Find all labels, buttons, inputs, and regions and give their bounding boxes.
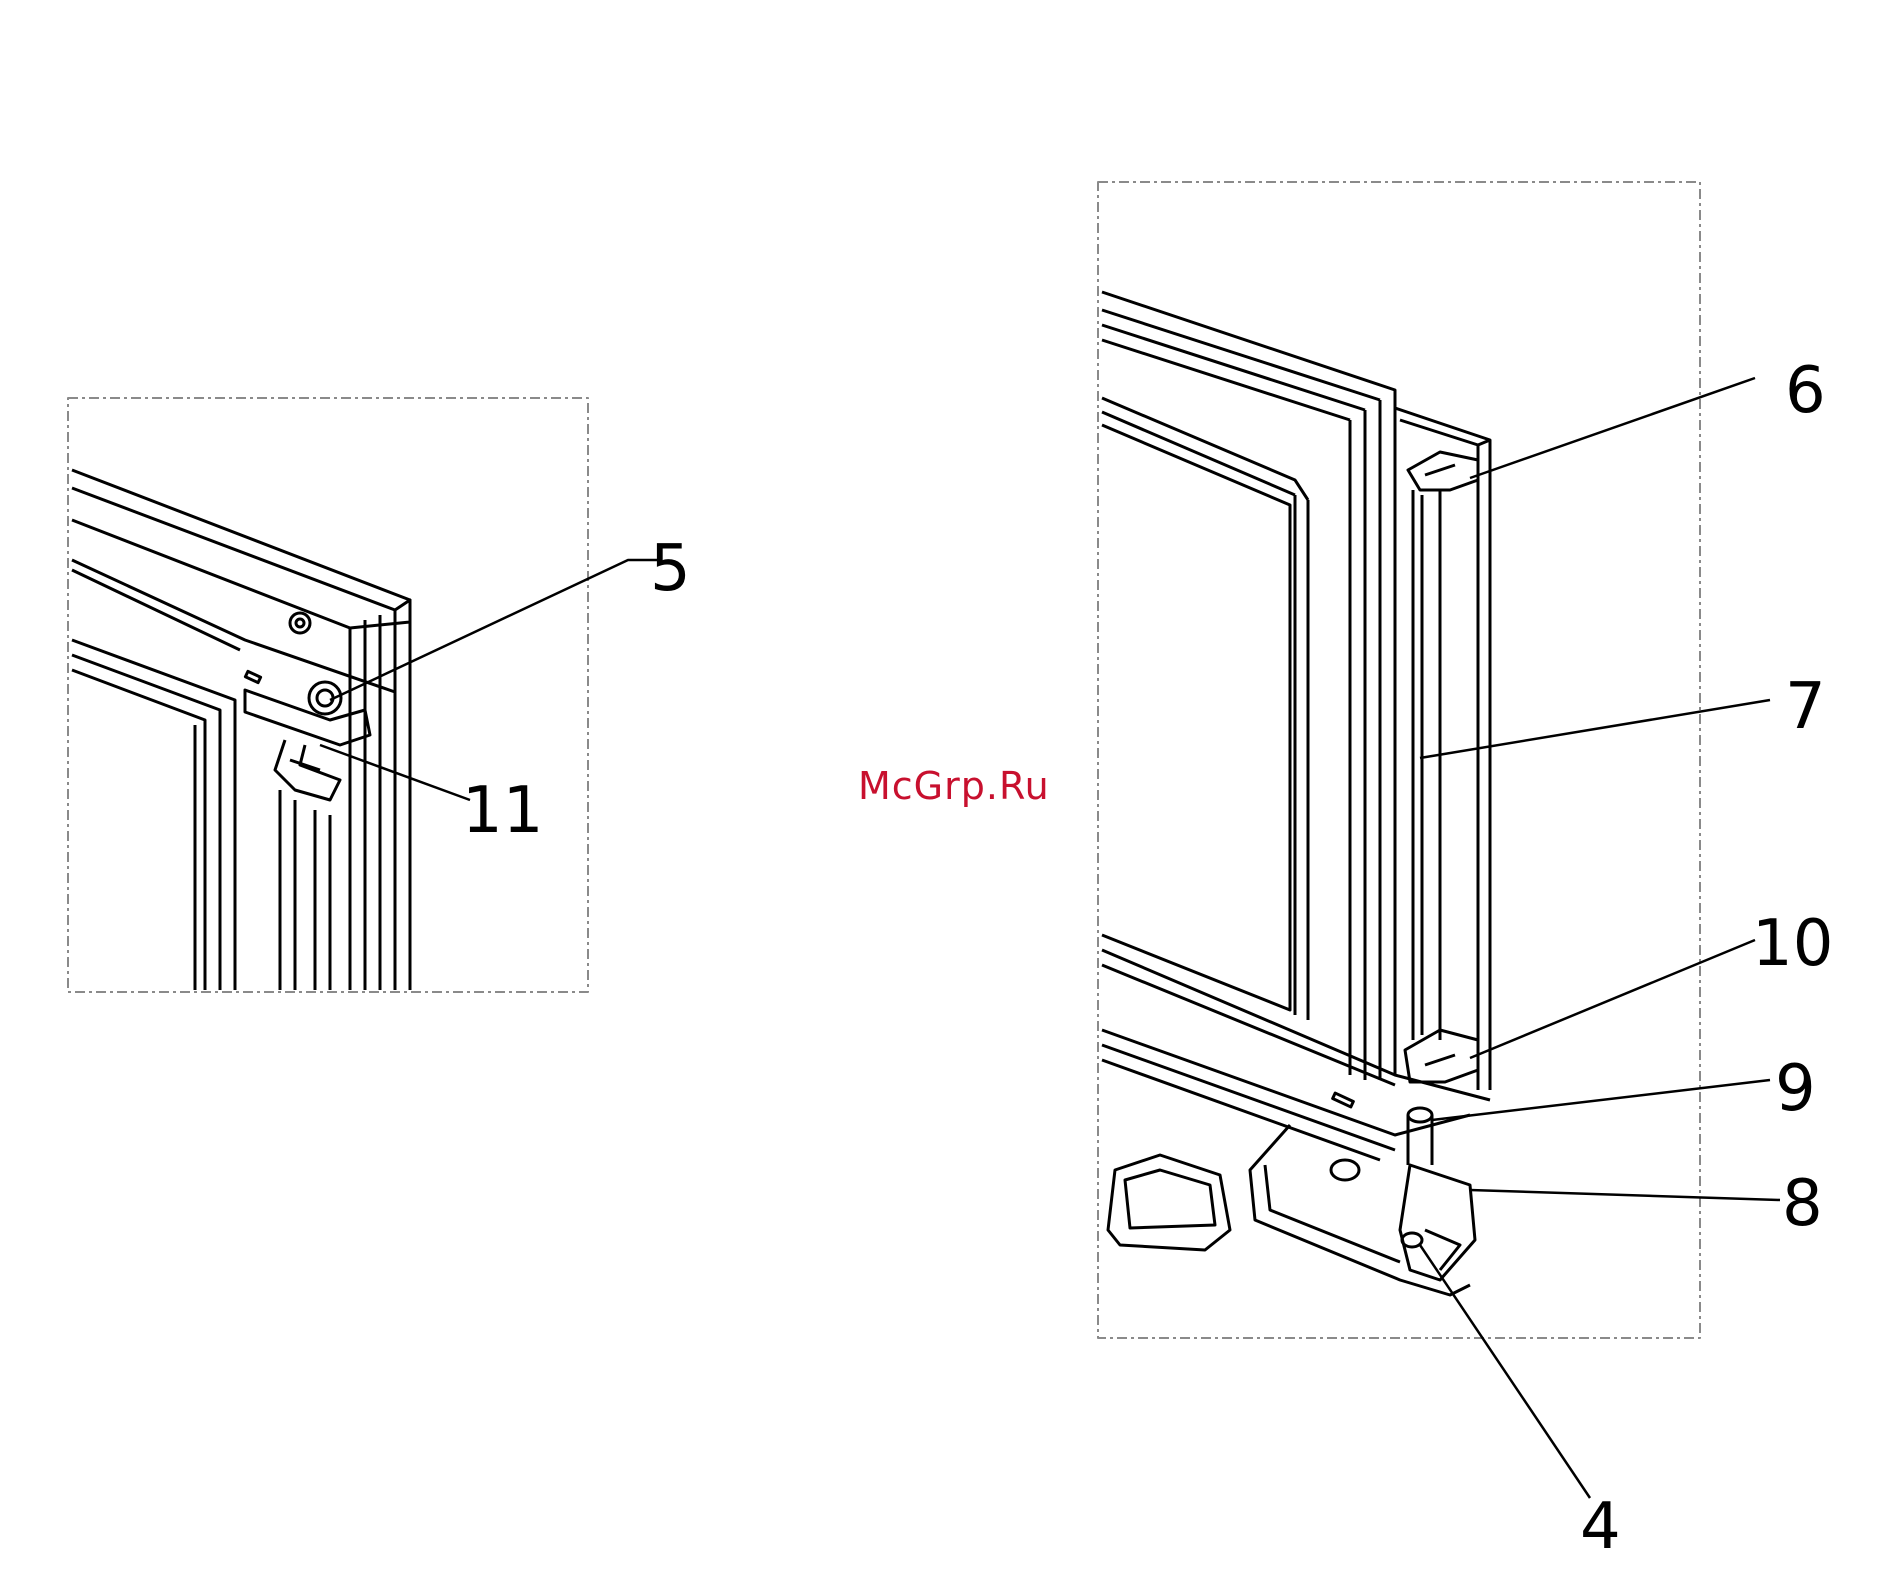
watermark: McGrp.Ru (858, 764, 1050, 808)
left-top-rail (72, 470, 410, 628)
leader-4 (1420, 1245, 1590, 1498)
callout-8: 8 (1782, 1167, 1823, 1241)
callout-6: 6 (1785, 354, 1826, 428)
leader-6 (1470, 378, 1755, 478)
callout-5: 5 (650, 532, 691, 606)
callout-4: 4 (1580, 1490, 1621, 1564)
left-detail-frame (68, 398, 588, 992)
right-hinge-pin (1413, 490, 1440, 1040)
callout-10: 10 (1752, 907, 1833, 981)
left-detail-view (68, 398, 660, 992)
leader-8 (1470, 1190, 1780, 1200)
right-support-bracket (1400, 1165, 1475, 1280)
right-glass-panel (1102, 425, 1290, 1010)
left-door-frame (72, 640, 235, 990)
callout-9: 9 (1775, 1052, 1816, 1126)
left-vertical-post (395, 600, 410, 990)
leader-10 (1470, 940, 1755, 1058)
leader-9 (1432, 1080, 1770, 1120)
callout-7: 7 (1785, 670, 1826, 744)
right-detail-view (1098, 182, 1780, 1498)
callout-11: 11 (462, 774, 543, 848)
leader-7 (1420, 700, 1770, 758)
right-top-hinge (1408, 452, 1478, 490)
left-screw (290, 613, 310, 633)
